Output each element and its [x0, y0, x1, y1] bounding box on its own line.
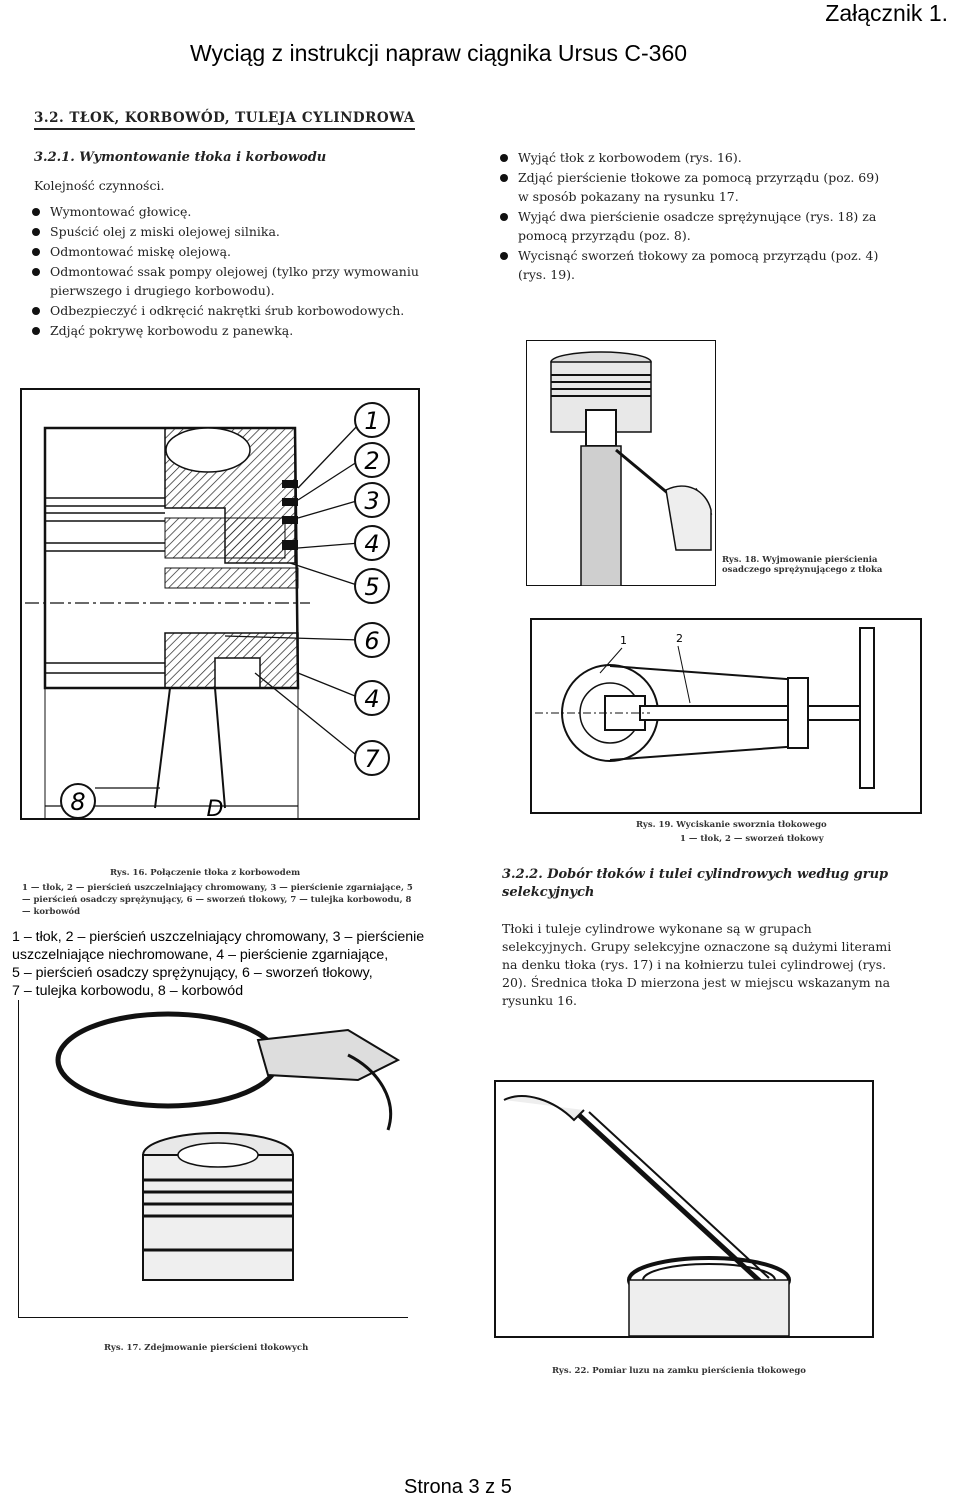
figure-19-press-tool: 1 2 — [530, 618, 922, 814]
dimension-label: D — [207, 797, 224, 822]
legend-line: 7 – tulejka korbowodu, 8 – korbowód — [12, 983, 244, 999]
callout-circle — [354, 525, 390, 561]
callout-label: 1 — [364, 407, 379, 435]
list-item: Wyjąć tłok z korbowodem (rys. 16). — [498, 148, 890, 167]
figure-16-labels: 1 2 3 4 5 6 4 7 8 D — [60, 402, 390, 822]
callout-label: 5 — [364, 573, 379, 601]
steps-left-list: Wymontować głowicę. Spuścić olej z miski… — [30, 202, 430, 341]
callout-label: 4 — [364, 530, 379, 558]
figure-legend: 1 – tłok, 2 – pierścień uszczelniający c… — [12, 928, 452, 1000]
legend-line: uszczelniające niechromowane, 4 – pierśc… — [12, 947, 389, 963]
legend-line: 5 – pierścień osadczy sprężynujący, 6 – … — [12, 965, 373, 981]
callout-circle — [354, 402, 390, 438]
figure-18-photo — [526, 340, 716, 586]
list-item: Spuścić olej z miski olejowej silnika. — [30, 222, 430, 241]
figure-18-caption: Rys. 18. Wyjmowanie pierścienia osadczeg… — [722, 555, 883, 575]
section-heading: 3.2. TŁOK, KORBOWÓD, TULEJA CYLINDROWA — [34, 110, 415, 130]
steps-right-list: Wyjąć tłok z korbowodem (rys. 16). Zdjąć… — [498, 148, 890, 285]
list-item: Odbezpieczyć i odkręcić nakrętki śrub ko… — [30, 301, 430, 320]
order-label: Kolejność czynności. — [34, 178, 165, 193]
subsection-heading: 3.2.2. Dobór tłoków i tulei cylindrowych… — [502, 867, 889, 900]
document-title: Wyciąg z instrukcji napraw ciągnika Ursu… — [190, 40, 688, 66]
attachment-label: Załącznik 1. — [825, 0, 948, 26]
callout-circle — [354, 740, 390, 776]
subsection-heading: 3.2.1. Wymontowanie tłoka i korbowodu — [34, 150, 327, 165]
callout-circle — [354, 442, 390, 478]
figure-19-caption: Rys. 19. Wyciskanie sworznia tłokowego — [636, 820, 827, 830]
callout-label: 6 — [364, 627, 379, 655]
callout-circle — [354, 680, 390, 716]
callout-label: 8 — [70, 788, 85, 816]
figure-17-caption: Rys. 17. Zdejmowanie pierścieni tłokowyc… — [104, 1343, 309, 1353]
figure-16-caption-body: 1 — tłok, 2 — pierścień uszczelniający c… — [22, 883, 413, 916]
callout-circle — [354, 482, 390, 518]
figure-16-piston-section: 1 2 3 4 5 6 4 7 8 D — [20, 388, 420, 828]
section-paragraph: Tłoki i tuleje cylindrowe wykonane są w … — [502, 921, 892, 1008]
callout-circle — [354, 568, 390, 604]
callout-label: 2 — [676, 632, 683, 645]
list-item: Wyjąć dwa pierścienie osadcze sprężynują… — [498, 207, 890, 245]
callout-label: 4 — [364, 685, 379, 713]
list-item: Zdjąć pokrywę korbowodu z panewką. — [30, 321, 430, 340]
callout-label: 3 — [364, 487, 379, 515]
callout-circle — [354, 622, 390, 658]
figure-16-caption-title: Rys. 16. Połączenie tłoka z korbowodem — [110, 868, 301, 878]
figure-22-caption: Rys. 22. Pomiar luzu na zamku pierścieni… — [552, 1366, 806, 1376]
callout-label: 2 — [364, 447, 379, 475]
callout-circle — [60, 783, 96, 819]
list-item: Odmontować miskę olejową. — [30, 242, 430, 261]
figure-22-photo — [494, 1080, 874, 1338]
page-number: Strona 3 z 5 — [404, 1476, 512, 1498]
list-item: Wycisnąć sworzeń tłokowy za pomocą przyr… — [498, 246, 890, 284]
figure-17-photo — [18, 1000, 408, 1318]
figure-19-caption-legend: 1 — tłok, 2 — sworzeń tłokowy — [680, 834, 824, 844]
list-item: Wymontować głowicę. — [30, 202, 430, 221]
list-item: Odmontować ssak pompy olejowej (tylko pr… — [30, 262, 430, 300]
callout-label: 1 — [620, 634, 627, 647]
callout-label: 7 — [364, 745, 380, 773]
legend-line: 1 – tłok, 2 – pierścień uszczelniający c… — [12, 929, 425, 945]
list-item: Zdjąć pierścienie tłokowe za pomocą przy… — [498, 168, 890, 206]
